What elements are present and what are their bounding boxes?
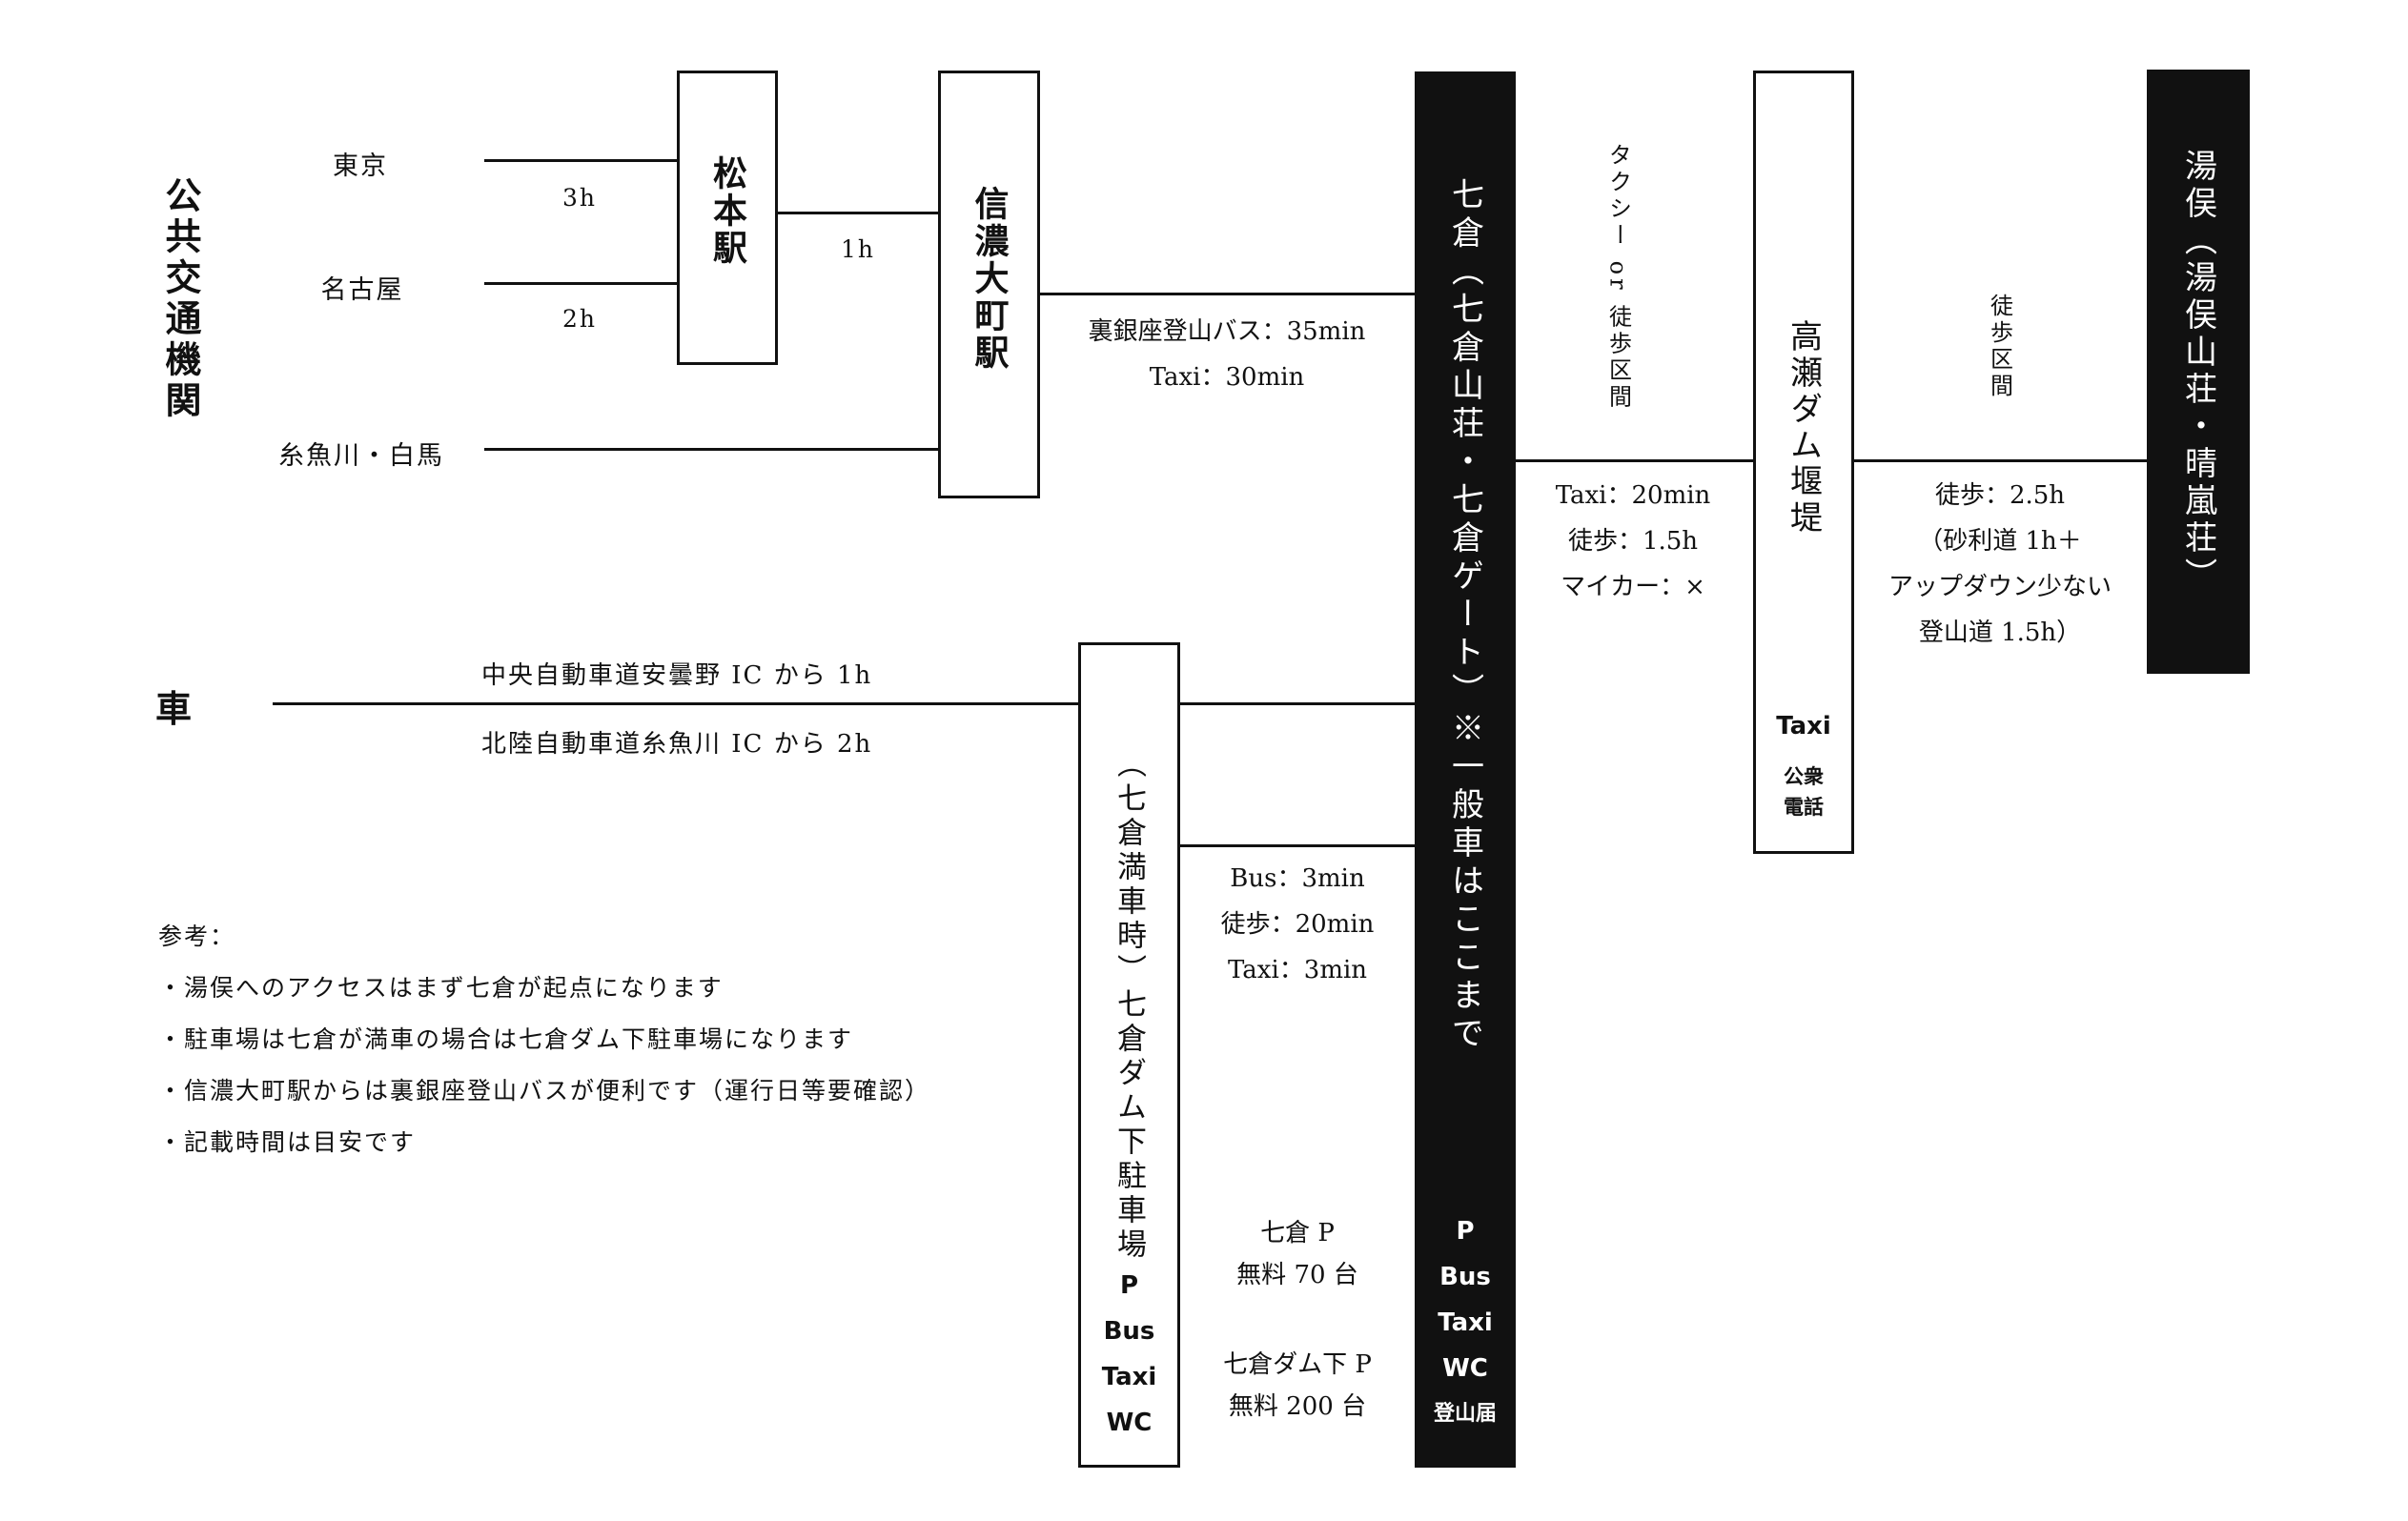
matsumoto-station-label: 松本駅 [707,155,747,267]
nanakura-title: 七倉（七倉山荘・七倉ゲート）※一般車はここまで [1445,177,1484,1054]
nanakura-takase-section-label: タクシー or 徒歩区間 [1604,143,1632,412]
line-tokyo-matsumoto [484,159,677,162]
parking-info: 七倉 P 無料 70 台 七倉ダム下 P 無料 200 台 [1223,1212,1372,1428]
line-itoigawa-shinano [484,448,938,451]
car-route-azumino: 中央自動車道安曇野 IC から 1h [481,661,873,690]
car-route-itoigawa: 北陸自動車道糸魚川 IC から 2h [481,730,873,759]
facility-tozan-todoke: 登山届 [1433,1402,1497,1426]
note-item: ・駐車場は七倉が満車の場合は七倉ダム下駐車場になります [158,1025,854,1053]
origin-nagoya: 名古屋 [320,275,404,305]
shinano-omachi-station-box: 信濃大町駅 [938,71,1040,498]
facility-p: P [1119,1271,1139,1300]
facility-bus: Bus [1439,1263,1491,1291]
parking-to-nanakura-times: Bus：3min 徒歩：20min Taxi：3min [1221,856,1375,993]
public-phone: 公衆 電話 [1756,761,1851,822]
facility-taxi: Taxi [1101,1363,1157,1391]
line-parking-nanakura [1179,844,1415,847]
shinano-to-nanakura-times: 裏銀座登山バス：35min Taxi：30min [1089,309,1366,400]
duration-tokyo: 3h [561,184,598,212]
walk-time: 徒歩：1.5h [1567,527,1699,556]
note-item: ・湯俣へのアクセスはまず七倉が起点になります [158,974,724,1002]
takase-dam-title: 高瀬ダム堰堤 [1784,319,1823,537]
dam-p-label: 七倉ダム下 P [1223,1350,1372,1379]
duration-nagoya: 2h [561,305,598,333]
category-public-transport: 公共交通機関 [159,176,202,422]
yumata-title: 湯俣（湯俣山荘・晴嵐荘） [2178,149,2217,595]
origin-itoigawa-hakuba: 糸魚川・白馬 [278,441,444,471]
yumata-box: 湯俣（湯俣山荘・晴嵐荘） [2147,70,2250,674]
facility-p: P [1456,1217,1475,1246]
notes: 参考： ・湯俣へのアクセスはまず七倉が起点になります ・駐車場は七倉が満車の場合… [158,911,930,1168]
nanakura-p-label: 七倉 P [1260,1219,1335,1247]
shinano-omachi-station-label: 信濃大町駅 [969,186,1010,372]
parking-facilities: P Bus Taxi WC [1081,1263,1177,1446]
bus-time: Bus：3min [1230,864,1365,893]
walk-time: 徒歩：2.5h [1934,481,2066,510]
taxi-time: Taxi：30min [1149,363,1305,392]
matsumoto-station-box: 松本駅 [677,71,778,365]
nanakura-to-takase-times: Taxi：20min 徒歩：1.5h マイカー：× [1556,473,1711,610]
takase-yumata-section-label: 徒歩区間 [1986,294,2013,400]
nanakura-dam-parking-box: （七倉満車時）七倉ダム下駐車場 P Bus Taxi WC [1078,642,1180,1468]
facility-wc: WC [1106,1409,1153,1437]
public-phone-line2: 電話 [1784,796,1824,819]
notes-heading: 参考： [158,923,236,950]
dam-p-capacity: 無料 200 台 [1228,1392,1367,1421]
walk-detail-2: アップダウン少ない [1888,573,2112,601]
facility-wc: WC [1442,1354,1488,1383]
line-matsumoto-shinano [775,212,938,214]
nanakura-box: 七倉（七倉山荘・七倉ゲート）※一般車はここまで P Bus Taxi WC 登山… [1415,71,1516,1468]
line-shinano-nanakura [1037,293,1415,295]
bus-time: 裏銀座登山バス：35min [1088,317,1366,346]
line-nanakura-takase [1514,459,1753,462]
facility-bus: Bus [1103,1317,1155,1346]
note-item: ・記載時間は目安です [158,1128,417,1156]
takase-dam-box: 高瀬ダム堰堤 Taxi 公衆 電話 [1753,71,1854,854]
nanakura-p-capacity: 無料 70 台 [1236,1261,1358,1289]
takase-taxi: Taxi [1776,712,1831,740]
line-takase-yumata [1851,459,2147,462]
origin-tokyo: 東京 [333,152,388,181]
taxi-time: Taxi：20min [1555,481,1711,510]
facility-taxi: Taxi [1438,1308,1493,1337]
nanakura-facilities: P Bus Taxi WC 登山届 [1418,1208,1513,1437]
nanakura-dam-parking-title: （七倉満車時）七倉ダム下駐車場 [1112,748,1146,1263]
line-nagoya-matsumoto [484,282,677,285]
duration-matsumoto-shinano: 1h [840,235,876,263]
walk-detail-1: （砂利道 1h＋ [1918,527,2082,556]
walk-detail-3: 登山道 1.5h） [1918,619,2082,647]
note-item: ・信濃大町駅からは裏銀座登山バスが便利です（運行日等要確認） [158,1077,931,1105]
taxi-time: Taxi：3min [1227,956,1368,984]
line-car-nanakura [273,702,1415,705]
mycar-note: マイカー：× [1561,573,1705,601]
walk-time: 徒歩：20min [1220,910,1375,939]
public-phone-line1: 公衆 [1784,765,1824,788]
category-car: 車 [155,687,193,730]
takase-to-yumata-times: 徒歩：2.5h （砂利道 1h＋ アップダウン少ない 登山道 1.5h） [1888,473,2112,656]
